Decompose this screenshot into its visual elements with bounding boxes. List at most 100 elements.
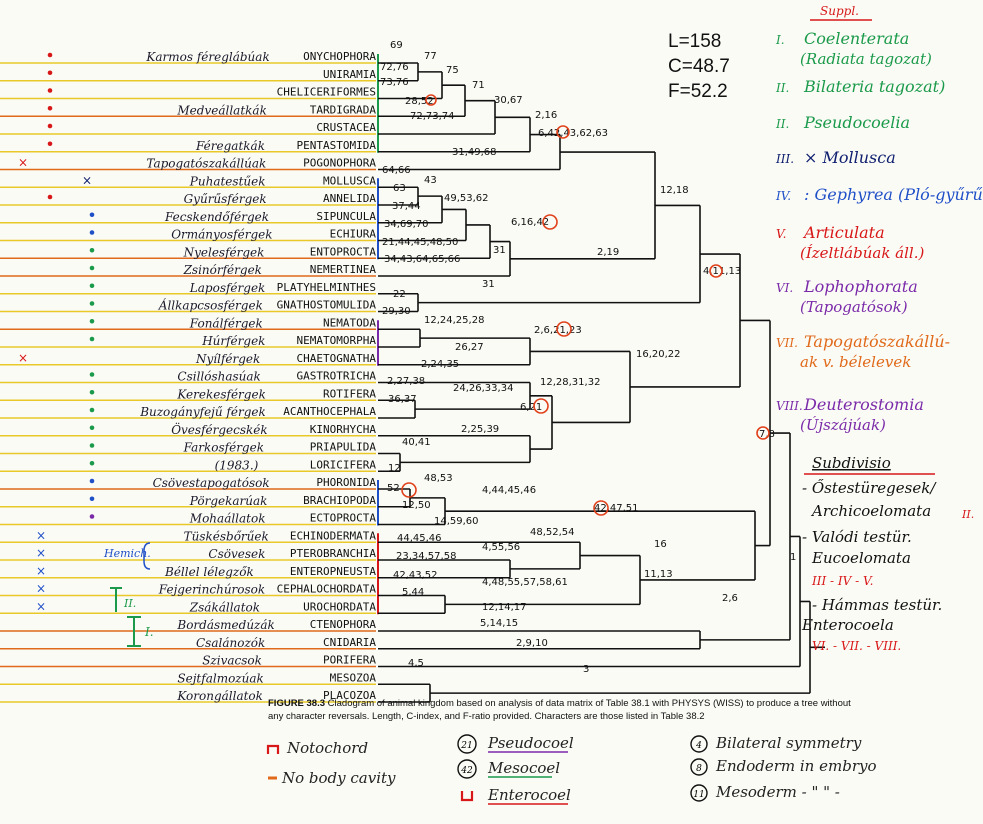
taxon-markers: ××××××××	[18, 52, 95, 613]
taxon-marker-dot	[89, 407, 95, 413]
node-label: 2,9,10	[516, 638, 548, 649]
taxon-marker-dot	[47, 105, 53, 111]
right-annotation-panel: Suppl.I.Coelenterata(Radiata tagozat)II.…	[775, 4, 983, 653]
node-label: 2,19	[597, 247, 619, 258]
caption-label: FIGURE 38.3	[268, 698, 325, 709]
hungarian-name: Övesférgecskék	[171, 421, 267, 437]
hungarian-name: Húrférgek	[201, 334, 265, 348]
taxon-name: CHAETOGNATHA	[297, 352, 377, 365]
taxon-name: NEMATOMORPHA	[297, 334, 377, 347]
node-label: 12,14,17	[482, 602, 527, 613]
taxon-name: ONYCHOPHORA	[303, 50, 376, 63]
node-label: 36,37	[388, 394, 417, 405]
subdivisio-line: - Hámmas testür.	[812, 596, 942, 614]
hungarian-name: Fonálférgek	[189, 316, 263, 330]
panel-item-text: Pseudocoelia	[803, 113, 910, 132]
legend-circle-symbol	[690, 735, 708, 753]
legend-mid-text: Enterocoel	[487, 786, 571, 804]
taxon-marker-dot	[89, 443, 95, 448]
node-label: 7,8	[759, 429, 775, 440]
taxon-name: MESOZOA	[330, 671, 377, 684]
legend-circle-number: 42	[460, 766, 473, 776]
hemichordata-bracket	[143, 542, 151, 570]
taxon-marker-dot	[47, 88, 53, 93]
taxon-name: TARDIGRADA	[310, 103, 377, 116]
panel-item-text: Tapogatószakállú-	[804, 332, 950, 351]
taxon-marker-dot	[89, 514, 95, 519]
taxon-name: UROCHORDATA	[303, 600, 376, 613]
taxon-marker-dot	[89, 283, 95, 289]
taxon-name: ACANTHOCEPHALA	[283, 405, 376, 418]
legend-right-text: Bilateral symmetry	[715, 734, 862, 752]
panel-item-num: VI.	[776, 281, 793, 295]
node-label: 30,67	[494, 95, 523, 106]
node-label: 5,14,15	[480, 618, 518, 629]
node-label: 34,43,64,65,66	[384, 254, 460, 265]
hungarian-name: Zsinórférgek	[183, 263, 262, 277]
hungarian-name: Tapogatószakállúak	[146, 157, 266, 171]
taxon-name: CEPHALOCHORDATA	[277, 583, 377, 596]
character-circle	[593, 500, 609, 516]
taxon-name: ECTOPROCTA	[310, 512, 377, 525]
node-label: 72,73,74	[410, 111, 455, 122]
panel-item-num: V.	[776, 227, 786, 241]
taxon-name: ECHIURA	[330, 228, 377, 241]
node-label: 6,21	[520, 402, 542, 413]
hungarian-name: Medveállatkák	[176, 103, 266, 117]
node-label: 5,44	[402, 587, 424, 598]
panel-item-text: Lophophorata	[803, 277, 918, 296]
panel-header: Suppl.	[820, 4, 859, 18]
hungarian-name: Korongállatok	[176, 689, 263, 703]
node-label: 16,20,22	[636, 349, 681, 360]
taxon-marker-dot	[89, 265, 95, 271]
subdivisio-roman-mark: II.	[961, 508, 974, 521]
node-label: 2,16	[535, 110, 557, 121]
hungarian-names: Karmos féreglábúakMedveállatkákFéregatká…	[139, 50, 275, 703]
hungarian-name: Zsákállatok	[189, 600, 260, 614]
node-label: 21,44,45,48,50	[382, 237, 458, 248]
taxon-marker-x: ×	[36, 564, 46, 578]
hungarian-name: Nyílférgek	[195, 352, 260, 366]
legend-circle-number: 21	[460, 741, 472, 751]
hungarian-name: Féregatkák	[195, 139, 265, 153]
panel-item-num: VII.	[776, 336, 798, 350]
taxon-names: ONYCHOPHORAUNIRAMIACHELICERIFORMESTARDIG…	[277, 50, 377, 702]
node-label: 48,53	[424, 473, 453, 484]
hungarian-name: Puhatestűek	[189, 174, 266, 188]
taxon-name: ECHINODERMATA	[290, 529, 376, 542]
taxon-marker-dot	[89, 212, 95, 218]
taxon-marker-x: ×	[36, 582, 46, 596]
node-label: 11,13	[644, 569, 673, 580]
node-label: 31,49,68	[452, 147, 497, 158]
taxon-name: PHORONIDA	[316, 476, 376, 489]
legend-circle-symbol	[690, 784, 708, 802]
hungarian-name: Pörgekarúak	[189, 494, 268, 508]
bracket-label-i: I.	[144, 625, 154, 639]
subdivisio-line: Eucoelomata	[811, 549, 911, 567]
node-label: 31	[482, 279, 495, 290]
node-label: 22	[393, 289, 406, 300]
legend-notochord: Notochord	[286, 739, 368, 757]
taxon-marker-dot	[47, 123, 53, 129]
taxon-marker-dot	[47, 70, 53, 76]
node-label: 43	[424, 175, 437, 186]
panel-item-text: Bilateria tagozat)	[803, 77, 945, 96]
taxon-marker-dot	[89, 496, 95, 502]
character-circle	[542, 214, 558, 230]
taxon-marker-dot	[47, 141, 53, 147]
taxon-marker-dot	[89, 389, 95, 395]
character-circle	[756, 426, 770, 440]
node-label: 2,6	[722, 593, 738, 604]
hungarian-name: Nyelesférgek	[183, 245, 265, 259]
legend-circle-symbol	[457, 759, 477, 779]
stat-length: L=158	[668, 31, 721, 52]
stat-c-index: C=48.7	[668, 56, 730, 77]
taxon-name: POGONOPHORA	[303, 157, 376, 170]
legend-circle-symbol	[690, 758, 708, 776]
node-label: 34,69,70	[384, 219, 429, 230]
node-label: 16	[654, 539, 667, 550]
hungarian-name: Fecskendőférgek	[164, 210, 269, 224]
node-label: 40,41	[402, 437, 431, 448]
subdivisio-line: Enterocoela	[801, 616, 894, 634]
